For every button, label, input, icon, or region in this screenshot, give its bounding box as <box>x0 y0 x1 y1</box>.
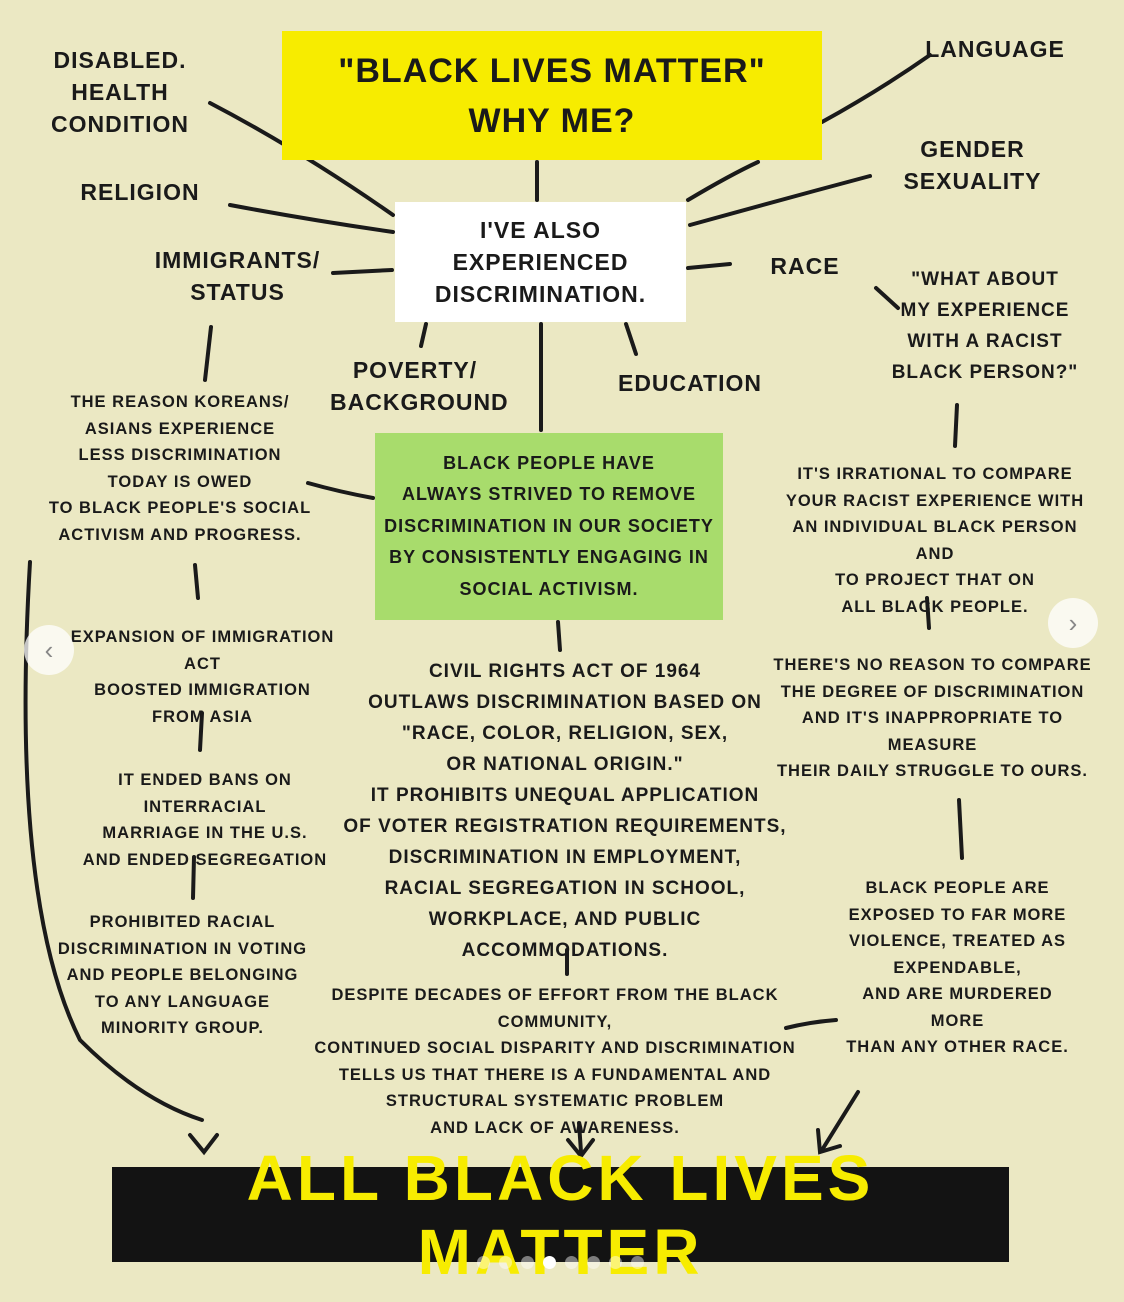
right-question: "WHAT ABOUT MY EXPERIENCE WITH A RACIST … <box>891 269 1079 383</box>
category-education: EDUCATION <box>617 370 762 396</box>
category-gender: GENDER SEXUALITY <box>903 136 1042 194</box>
category-language: LANGUAGE <box>925 36 1065 62</box>
title-box: "BLACK LIVES MATTER" WHY ME? <box>282 31 822 160</box>
category-disabled: DISABLED. HEALTH CONDITION <box>50 47 190 137</box>
civil-rights-act-note: CIVIL RIGHTS ACT OF 1964 OUTLAWS DISCRIM… <box>343 661 787 961</box>
title-line-2: WHY ME? <box>468 101 636 140</box>
category-immigrants: IMMIGRANTS/ STATUS <box>154 247 321 305</box>
carousel-next-button[interactable]: › <box>1048 598 1098 648</box>
carousel-prev-button[interactable]: ‹ <box>24 625 74 675</box>
left-note-4: PROHIBITED RACIAL DISCRIMINATION IN VOTI… <box>57 913 308 1037</box>
carousel-dot[interactable] <box>521 1256 534 1269</box>
chevron-left-icon: ‹ <box>44 634 54 665</box>
category-race: RACE <box>770 253 840 279</box>
carousel-dot-active[interactable] <box>543 1256 556 1269</box>
experienced-discrimination-box: I'VE ALSO EXPERIENCED DISCRIMINATION. <box>395 202 686 322</box>
carousel-dot[interactable] <box>609 1256 622 1269</box>
all-black-lives-matter-banner: ALL BLACK LIVES MATTER <box>112 1142 1009 1288</box>
conclusion-note: DESPITE DECADES OF EFFORT FROM THE BLACK… <box>314 986 796 1137</box>
carousel-dot[interactable] <box>565 1256 578 1269</box>
carousel-dot[interactable] <box>477 1256 490 1269</box>
chevron-right-icon: › <box>1068 607 1078 638</box>
left-note-1: THE REASON KOREANS/ ASIANS EXPERIENCE LE… <box>48 393 312 544</box>
left-note-3: IT ENDED BANS ON INTERRACIAL MARRIAGE IN… <box>82 771 328 869</box>
activism-box: BLACK PEOPLE HAVE ALWAYS STRIVED TO REMO… <box>375 433 723 620</box>
carousel-dot[interactable] <box>499 1256 512 1269</box>
category-religion: RELIGION <box>80 179 200 205</box>
carousel-dot[interactable] <box>587 1256 600 1269</box>
carousel-dot[interactable] <box>631 1256 644 1269</box>
right-note-1: IT'S IRRATIONAL TO COMPARE YOUR RACIST E… <box>785 465 1085 616</box>
category-poverty: POVERTY/ BACKGROUND <box>330 357 509 415</box>
carousel-indicator <box>477 1256 644 1269</box>
right-note-3: BLACK PEOPLE ARE EXPOSED TO FAR MORE VIO… <box>846 879 1069 1056</box>
right-note-2: THERE'S NO REASON TO COMPARE THE DEGREE … <box>773 656 1092 780</box>
left-note-2: EXPANSION OF IMMIGRATION ACT BOOSTED IMM… <box>70 628 335 726</box>
title-line-1: "BLACK LIVES MATTER" <box>338 51 766 90</box>
